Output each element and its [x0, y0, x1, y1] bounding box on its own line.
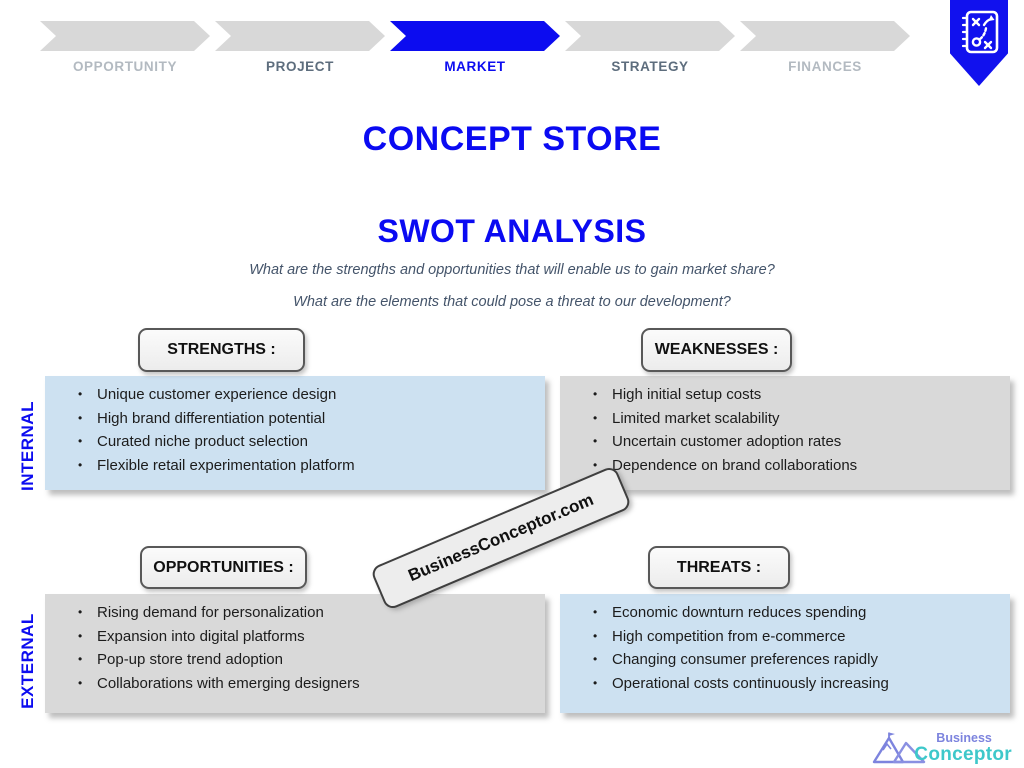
chevron-shape: [40, 21, 210, 51]
list-item: • High initial setup costs: [593, 383, 1002, 407]
bullet-icon: •: [78, 457, 83, 472]
list-item: • Collaborations with emerging designers: [78, 672, 537, 696]
list-item: • Economic downturn reduces spending: [593, 601, 1002, 625]
mountains-icon: [873, 732, 926, 764]
bullet-icon: •: [593, 457, 598, 472]
opportunities-header-pill: OPPORTUNITIES :: [140, 546, 307, 589]
list-item: • Changing consumer preferences rapidly: [593, 648, 1002, 672]
process-step-label: PROJECT: [266, 59, 334, 74]
weaknesses-box: • High initial setup costs • Limited marke…: [560, 376, 1010, 490]
strengths-header-pill: STRENGTHS :: [138, 328, 305, 372]
process-step-label: OPPORTUNITY: [72, 59, 178, 74]
list-item-text: High brand differentiation potential: [97, 409, 326, 427]
list-item: • Pop-up store trend adoption: [78, 648, 537, 672]
list-item: • Flexible retail experimentation platfor…: [78, 454, 537, 478]
brand-logo: Business Conceptor: [872, 730, 1012, 764]
list-item: • Unique customer experience design: [78, 383, 537, 407]
bullet-icon: •: [78, 387, 83, 401]
question-market-share: What are the strengths and opportunities…: [249, 262, 775, 278]
list-item: • Uncertain customer adoption rates: [593, 430, 1002, 454]
bullet-icon: •: [593, 605, 598, 619]
bullet-icon: •: [593, 387, 598, 401]
process-step-opportunity[interactable]: OPPORTUNITY: [40, 21, 210, 74]
list-item: • Operational costs continuously increasi…: [593, 672, 1002, 696]
process-step-project[interactable]: PROJECT: [215, 21, 385, 74]
opportunities-list: • Rising demand for personalization • Expa…: [45, 594, 545, 695]
list-item-text: Limited market scalability: [612, 409, 780, 427]
strengths-header-label: STRENGTHS :: [167, 341, 276, 358]
bullet-icon: •: [593, 410, 598, 425]
list-item-text: Uncertain customer adoption rates: [612, 433, 842, 450]
opportunities-header-label: OPPORTUNITIES :: [153, 558, 294, 576]
list-item-text: Economic downturn reduces spending: [612, 604, 867, 621]
bullet-icon: •: [593, 675, 598, 690]
chevron-shape: [215, 21, 385, 51]
chevron-shape-active: [390, 21, 560, 51]
list-item-text: Curated niche product selection: [97, 433, 308, 450]
bullet-icon: •: [593, 628, 598, 643]
bullet-icon: •: [593, 652, 598, 666]
list-item-text: Rising demand for personalization: [97, 604, 324, 621]
list-item: • High competition from e-commerce: [593, 625, 1002, 649]
bullet-icon: •: [78, 628, 83, 643]
list-item: • Dependence on brand collaborations: [593, 454, 1002, 478]
list-item-text: Changing consumer preferences rapidly: [612, 651, 878, 668]
bullet-icon: •: [78, 434, 83, 448]
row-label-internal: INTERNAL: [18, 401, 37, 491]
bullet-icon: •: [78, 605, 83, 619]
question-threat: What are the elements that could pose a …: [293, 294, 731, 310]
process-step-label: MARKET: [444, 59, 506, 74]
bullet-icon: •: [78, 675, 83, 690]
row-label-external: EXTERNAL: [18, 613, 37, 709]
page-title: CONCEPT STORE: [362, 120, 662, 158]
chevron-shape: [740, 21, 910, 51]
strengths-box: • Unique customer experience design • High…: [45, 376, 545, 490]
list-item-text: Unique customer experience design: [97, 386, 337, 403]
list-item-text: Expansion into digital platforms: [97, 627, 305, 645]
chevron-shape: [565, 21, 735, 51]
watermark-text: BusinessConceptor.com: [405, 489, 597, 586]
list-item: • Expansion into digital platforms: [78, 625, 537, 649]
logo-line2: Conceptor: [914, 744, 1012, 765]
page-subtitle: SWOT ANALYSIS: [377, 213, 647, 249]
brand-logo-text: Business Conceptor: [914, 730, 1012, 765]
process-step-finances[interactable]: FINANCES: [740, 21, 910, 74]
list-item: • Rising demand for personalization: [78, 601, 537, 625]
process-bar: OPPORTUNITY PROJECT MARKET STRATEGY FINA…: [40, 21, 910, 74]
list-item: • Limited market scalability: [593, 407, 1002, 431]
strategy-plan-icon: [961, 10, 999, 54]
list-item: • High brand differentiation potential: [78, 407, 537, 431]
process-step-label: FINANCES: [788, 59, 862, 74]
threats-box: • Economic downturn reduces spending • Hig…: [560, 594, 1010, 713]
process-step-market[interactable]: MARKET: [390, 21, 560, 74]
list-item-text: High initial setup costs: [612, 386, 762, 403]
list-item-text: Dependence on brand collaborations: [612, 456, 858, 474]
logo-line1: Business: [936, 730, 992, 745]
process-step-label: STRATEGY: [611, 59, 689, 74]
threats-list: • Economic downturn reduces spending • Hig…: [560, 594, 1010, 695]
list-item-text: Pop-up store trend adoption: [97, 651, 283, 668]
bullet-icon: •: [593, 434, 598, 448]
threats-header-label: THREATS :: [676, 558, 762, 576]
opportunities-box: • Rising demand for personalization • Expa…: [45, 594, 545, 713]
list-item: • Curated niche product selection: [78, 430, 537, 454]
bullet-icon: •: [78, 652, 83, 666]
list-item-text: Flexible retail experimentation platform: [97, 456, 355, 474]
list-item-text: High competition from e-commerce: [612, 627, 846, 645]
strengths-list: • Unique customer experience design • High…: [45, 376, 545, 477]
list-item-text: Operational costs continuously increasin…: [612, 674, 889, 692]
list-item-text: Collaborations with emerging designers: [97, 674, 360, 692]
bookmark-badge: [950, 0, 1008, 86]
process-step-strategy[interactable]: STRATEGY: [565, 21, 735, 74]
weaknesses-list: • High initial setup costs • Limited marke…: [560, 376, 1010, 477]
threats-header-pill: THREATS :: [648, 546, 790, 589]
weaknesses-header-pill: WEAKNESSES :: [641, 328, 792, 372]
weaknesses-header-label: WEAKNESSES :: [654, 341, 779, 358]
bullet-icon: •: [78, 410, 83, 425]
